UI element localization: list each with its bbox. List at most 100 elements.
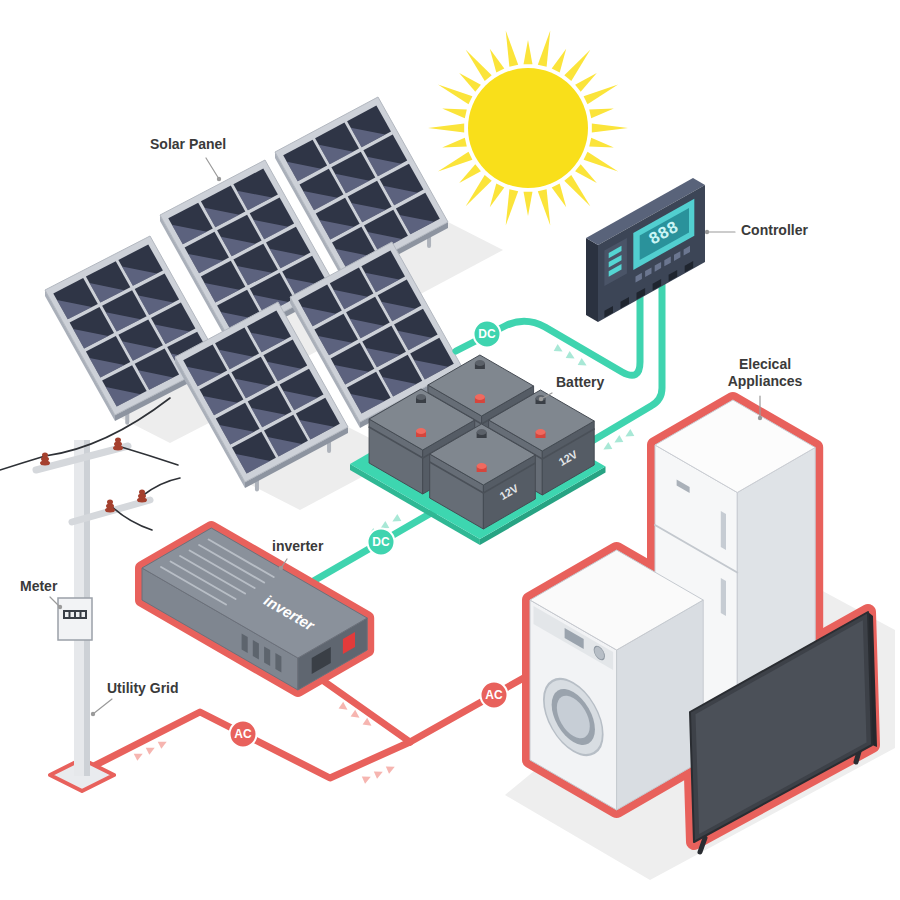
meter-digit — [65, 612, 69, 617]
flow-arrow — [134, 750, 145, 761]
part-label: Meter — [20, 578, 57, 595]
badge-text: AC — [228, 727, 258, 741]
controller-button — [664, 257, 671, 267]
part-label: Battery — [556, 374, 604, 391]
sun-ray — [589, 138, 614, 148]
sun-ray — [506, 31, 519, 67]
cell-sheen — [400, 215, 434, 234]
sun-ray — [459, 73, 481, 92]
solar-cell — [296, 398, 340, 440]
cross-arm — [36, 446, 128, 470]
fridge-badge — [677, 480, 690, 494]
battery-terminal — [477, 429, 487, 435]
sun-ray — [524, 192, 533, 216]
sun-ray — [552, 49, 567, 73]
fridge-handle — [721, 578, 726, 616]
battery-terminal — [475, 360, 485, 366]
controller-terminal — [669, 270, 678, 282]
flow-arrow — [339, 702, 350, 713]
sun-ray — [524, 40, 533, 64]
cooling-ridge — [161, 567, 226, 605]
leader-dot — [758, 416, 762, 420]
cooling-ridge — [209, 540, 274, 578]
sun-ray — [466, 175, 492, 206]
inverter-outline — [142, 528, 367, 690]
sun-ray — [538, 31, 551, 67]
power-line — [110, 505, 152, 530]
controller-terminal — [604, 306, 613, 318]
power-switch — [343, 632, 355, 654]
controller-screen — [640, 208, 689, 260]
part-label: Utility Grid — [107, 680, 179, 697]
battery-case — [430, 424, 536, 485]
flow-arrow — [554, 344, 565, 355]
controller-side — [586, 238, 598, 322]
sun-ray — [466, 50, 492, 81]
flow-arrow — [374, 768, 385, 779]
battery-terminal — [536, 429, 546, 435]
insulator — [139, 490, 145, 495]
panel-frame — [175, 302, 348, 482]
sun-ray — [589, 108, 614, 118]
flow-arrow — [146, 744, 157, 755]
leader-line — [759, 396, 760, 418]
vent-slot — [275, 653, 281, 673]
solar-cell — [396, 193, 440, 235]
leader-line — [206, 158, 219, 179]
cooling-ridge — [190, 551, 255, 589]
cell-sheen — [268, 437, 302, 457]
flow-arrow — [566, 351, 577, 362]
tv-body — [690, 612, 872, 842]
controller-terminal — [685, 261, 694, 273]
cooling-ridge — [180, 556, 245, 594]
power-line — [0, 398, 170, 470]
flow-arrow — [623, 429, 634, 440]
flow-arrow — [612, 435, 623, 446]
meter-digit — [71, 612, 75, 617]
utility-pole — [0, 398, 180, 791]
cooling-ridge — [171, 562, 236, 600]
battery-bank — [350, 355, 606, 545]
cell-sheen — [138, 370, 173, 390]
sun-ray — [584, 85, 619, 105]
sun-ray — [575, 73, 597, 92]
insulator — [115, 438, 121, 443]
solar-cell — [410, 338, 454, 380]
part-label: Controller — [741, 222, 808, 239]
controller-screen — [633, 199, 694, 270]
controller-terminal — [621, 297, 630, 309]
controller-button — [636, 273, 642, 283]
inverter-case — [142, 528, 367, 658]
leader-lines — [50, 158, 762, 716]
insulator — [107, 500, 113, 505]
flow-arrow — [351, 710, 362, 721]
part-label: Solar Panel — [150, 136, 226, 153]
controller-terminal — [637, 288, 646, 300]
sun-ray — [592, 124, 628, 133]
ac-wire — [325, 682, 410, 742]
flow-arrow — [386, 763, 397, 774]
inverter-unit — [142, 528, 367, 690]
sun-ray — [438, 85, 473, 105]
cross-arm — [72, 500, 150, 522]
washer-door — [557, 689, 590, 746]
sun-ray — [552, 184, 567, 208]
sun-ray — [442, 108, 467, 118]
appliance-outline — [530, 550, 703, 810]
meter-digit — [82, 612, 86, 617]
washer-display — [565, 628, 584, 649]
indicator-light — [609, 264, 622, 277]
sun-ray — [564, 50, 590, 81]
leader-dot — [705, 230, 709, 234]
washer-control-panel — [534, 606, 614, 670]
power-line — [118, 446, 178, 465]
part-label: inverter — [272, 538, 323, 555]
washer-dial — [594, 644, 604, 662]
controller-button — [674, 251, 680, 261]
sun-ray — [438, 152, 473, 172]
controller-panel — [604, 238, 627, 286]
flow-badge: DC — [472, 319, 502, 349]
sun-ray — [564, 175, 590, 206]
